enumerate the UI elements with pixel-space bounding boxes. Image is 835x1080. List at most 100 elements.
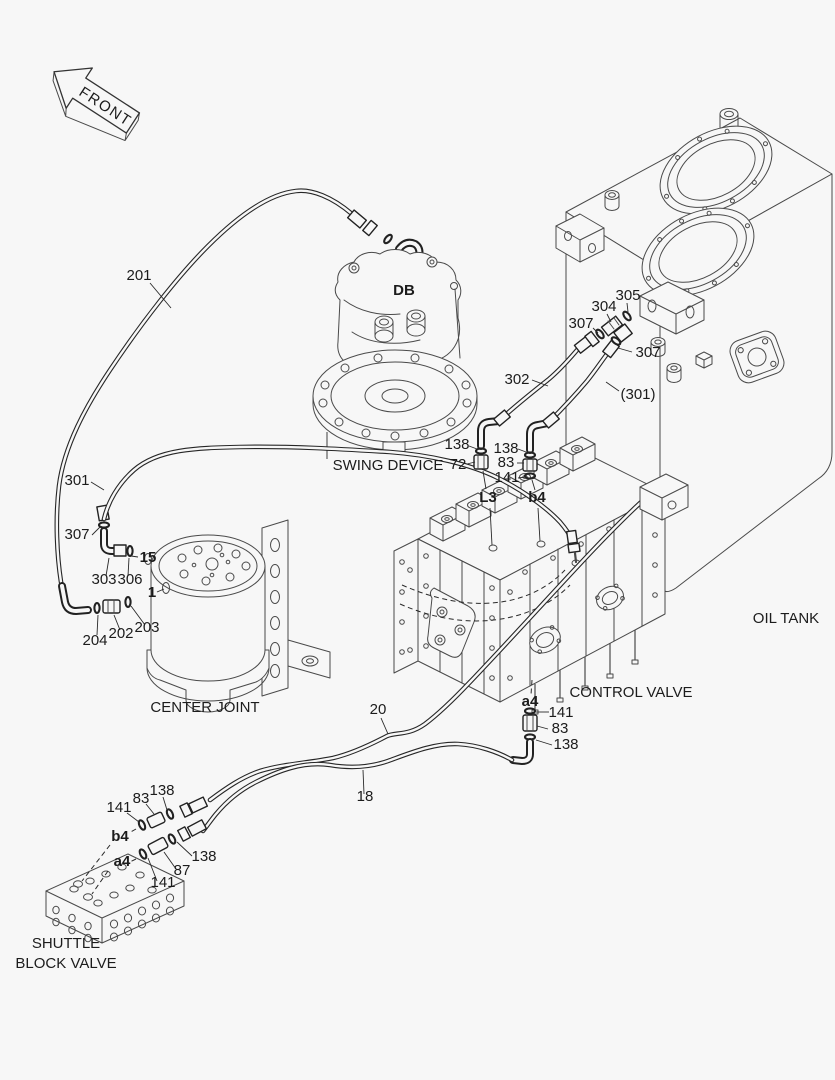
- port-1-hole: [162, 582, 170, 594]
- hose-301-drawing: [101, 444, 581, 567]
- tank-bushings: [650, 337, 713, 383]
- label-shuttle-line1: SHUTTLE: [32, 935, 100, 952]
- l3-b4-fitting-columns: [473, 409, 560, 552]
- o-ring-307-tank-right: [610, 336, 622, 346]
- hose-201-drawing: [54, 188, 355, 585]
- o-ring-141-shuttle-b4: [137, 819, 147, 831]
- hose-301-ref-elbow: [602, 323, 633, 359]
- o-ring-138-l3: [474, 447, 488, 455]
- o-ring-307-cj: [97, 521, 111, 529]
- control-valve-drawing: [393, 436, 666, 715]
- shuttle-block-drawing: [45, 853, 185, 944]
- tank-manhole-front: [641, 207, 755, 297]
- center-joint-fittings: [58, 504, 134, 615]
- callout-202: 202: [108, 625, 133, 642]
- o-ring-138-shuttle-right: [167, 833, 177, 845]
- callout-306: 306: [117, 571, 142, 588]
- port-a4-cv: a4: [522, 693, 539, 710]
- callout-201: 201: [126, 267, 151, 284]
- port-b4-shuttle: b4: [111, 828, 129, 845]
- callout-83-shuttle: 83: [133, 790, 150, 807]
- o-ring-141-shuttle-a4: [138, 848, 148, 860]
- callout-87: 87: [174, 862, 191, 879]
- callout-138-shuttle-top: 138: [149, 782, 174, 799]
- callout-141-b4: 141: [494, 469, 519, 486]
- hose-18-drawing: [200, 741, 515, 834]
- callout-138-l3: 138: [444, 436, 469, 453]
- o-ring-141-b4: [523, 472, 537, 480]
- tank-hose-fittings: [498, 310, 633, 424]
- tank-side-bracket: [555, 213, 605, 263]
- shuttle-port-a4: [83, 893, 93, 901]
- swing-base: [312, 349, 478, 453]
- o-ring-141-a4: [523, 707, 537, 715]
- adapter-202: [102, 599, 121, 614]
- adapter-87: [147, 836, 169, 856]
- hose-20-drawing: [207, 489, 655, 803]
- o-ring-203: [124, 595, 132, 609]
- front-direction-arrow: FRONT: [52, 67, 141, 142]
- valve-right-block: [639, 473, 689, 521]
- callout-15: 15: [140, 549, 157, 566]
- callout-83-a4: 83: [552, 720, 569, 737]
- callout-20: 20: [370, 701, 387, 718]
- port-15-hole: [144, 553, 152, 565]
- callout-204: 204: [82, 632, 107, 649]
- callout-138-b4: 138: [493, 440, 518, 457]
- label-control-valve: CONTROL VALVE: [569, 684, 692, 701]
- port-db: DB: [393, 282, 415, 299]
- callout-1: 1: [148, 584, 156, 601]
- swing-device-drawing: [312, 209, 478, 459]
- label-oil-tank: OIL TANK: [753, 610, 819, 627]
- o-ring-305: [622, 310, 632, 322]
- o-ring-204: [93, 601, 101, 615]
- callout-203: 203: [134, 619, 159, 636]
- callout-302: 302: [504, 371, 529, 388]
- callout-83-b4: 83: [498, 454, 515, 471]
- tank-manhole-rear: [659, 125, 773, 215]
- callout-307-tank-left: 307: [568, 315, 593, 332]
- callout-307-cj: 307: [64, 526, 89, 543]
- tank-suction-bracket: [639, 281, 705, 335]
- callout-18: 18: [357, 788, 374, 805]
- o-ring-138-b4: [523, 451, 537, 459]
- shuttle-port-b4: [73, 880, 83, 888]
- callout-304: 304: [591, 298, 616, 315]
- adapter-83-b4: [522, 458, 538, 472]
- port-l3: L3: [479, 489, 497, 506]
- o-ring-138-shuttle-top: [165, 808, 175, 820]
- valve-flanged-ports: [529, 583, 625, 654]
- callout-138-a4: 138: [553, 736, 578, 753]
- port-b4-cv: b4: [528, 489, 546, 506]
- adapter-83-shuttle: [146, 811, 166, 829]
- port-a4-shuttle: a4: [114, 853, 131, 870]
- hidden-hose-dashed: [401, 569, 566, 604]
- labels: 201 301 307 15 303 306 1 204 202 203 DB …: [15, 267, 819, 972]
- callout-303: 303: [91, 571, 116, 588]
- callout-301: 301: [64, 472, 89, 489]
- label-swing-device: SWING DEVICE: [333, 457, 444, 474]
- callout-138-shuttle-right: 138: [191, 848, 216, 865]
- tank-flange: [729, 330, 785, 384]
- center-joint-drawing: [144, 519, 331, 713]
- a4-fitting-column: [509, 679, 538, 765]
- o-ring-306: [126, 544, 134, 558]
- adapter-83-a4: [522, 714, 538, 732]
- adapter-72: [473, 454, 489, 470]
- label-shuttle-line2: BLOCK VALVE: [15, 955, 116, 972]
- callout-307-tank-right: 307: [635, 344, 660, 361]
- hose-302-end-fitting: [573, 310, 632, 354]
- shuttle-fittings: [81, 796, 209, 895]
- leader-lines: [90, 282, 633, 882]
- swing-ports: [374, 309, 426, 343]
- tank-cap-left: [604, 190, 620, 211]
- callout-72: 72: [450, 456, 467, 473]
- callout-305: 305: [615, 287, 640, 304]
- callout-141-shuttle-a4: 141: [150, 874, 175, 891]
- valve-studs: [531, 630, 639, 715]
- callout-301-ref: (301): [620, 386, 655, 403]
- callout-141-a4: 141: [548, 704, 573, 721]
- callout-141-shuttle-b4: 141: [106, 799, 131, 816]
